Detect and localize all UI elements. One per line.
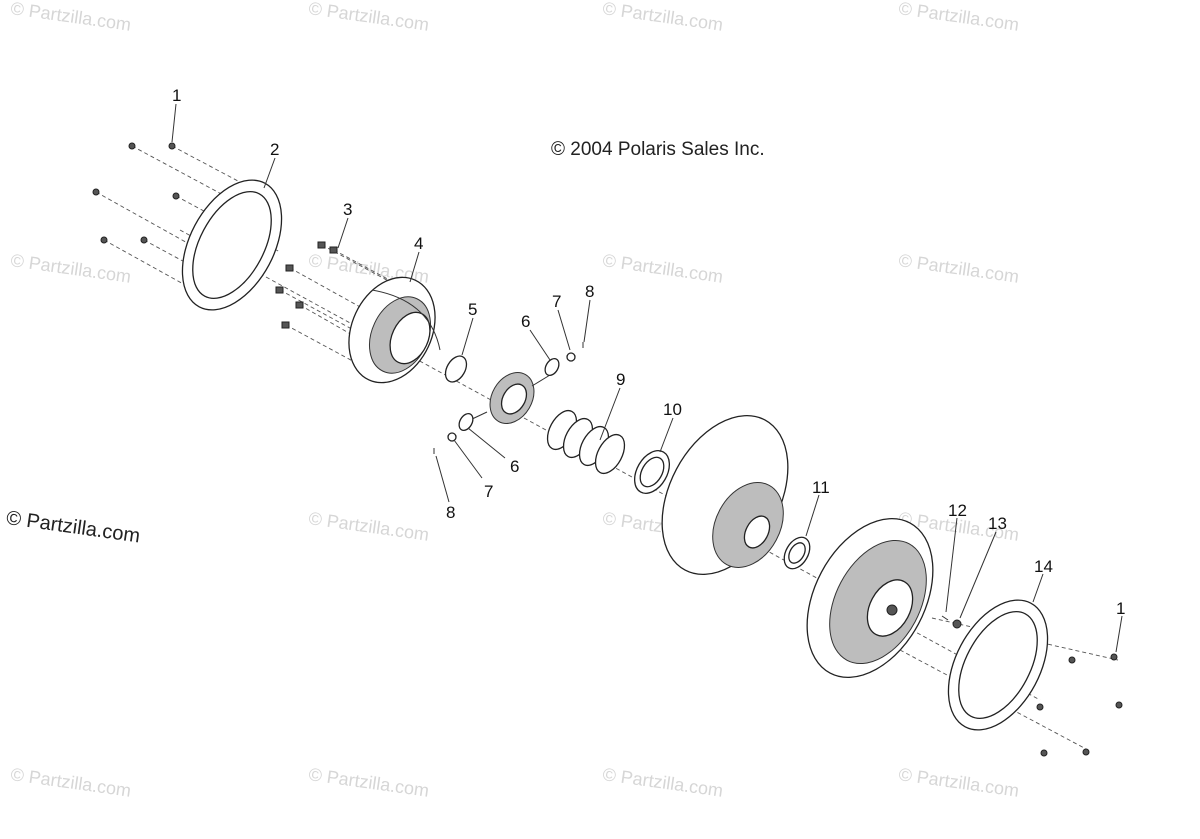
bearing-lower [433, 412, 474, 454]
screw-icon [1036, 703, 1044, 711]
washer-large [634, 450, 670, 494]
callout-5: 5 [468, 300, 477, 319]
callout-10: 10 [663, 400, 682, 419]
screw-icon [140, 236, 148, 244]
screw-icon [128, 142, 136, 150]
right-screws [1036, 653, 1123, 757]
spring [546, 409, 626, 475]
callout-1: 1 [1116, 599, 1125, 618]
watermark: © Partzilla.com [9, 764, 132, 801]
callout-9: 9 [616, 370, 625, 389]
callout-8: 8 [446, 503, 455, 522]
screw-icon [1110, 653, 1118, 661]
callout-3: 3 [343, 200, 352, 219]
screw-icon [100, 236, 108, 244]
nut-icon [952, 619, 962, 629]
bolt-icon [295, 301, 304, 309]
screw-icon [1115, 701, 1123, 709]
screw-icon [172, 192, 180, 200]
center-hub [469, 372, 551, 424]
cover-ring [947, 599, 1049, 731]
screw-icon [1040, 749, 1048, 757]
screw-icon [168, 142, 176, 150]
sheave-disc [661, 414, 789, 576]
callout-6: 6 [510, 457, 519, 476]
screw-icon [92, 188, 100, 196]
watermark: © Partzilla.com [897, 0, 1020, 35]
cover-housing [348, 276, 441, 384]
watermark: © Partzilla.com [601, 250, 724, 287]
callout-8: 8 [585, 282, 594, 301]
bolt-icon [281, 321, 290, 329]
watermark: © Partzilla.com [897, 764, 1020, 801]
watermark: © Partzilla.com [601, 0, 724, 35]
callout-12: 12 [948, 501, 967, 520]
callout-11: 11 [812, 478, 830, 497]
callout-7: 7 [484, 482, 493, 501]
callout-14: 14 [1034, 557, 1053, 576]
copyright-notice: © 2004 Polaris Sales Inc. [551, 139, 765, 160]
bolt-icon [317, 241, 326, 249]
watermark: © Partzilla.com [9, 250, 132, 287]
watermark: © Partzilla.com [307, 508, 430, 545]
small-ring [444, 355, 468, 383]
washer-thin [783, 536, 811, 570]
watermark: © Partzilla.com [307, 0, 430, 35]
watermark: © Partzilla.com [9, 0, 132, 35]
pin [941, 615, 949, 621]
leader-lines [171, 103, 1123, 653]
moveable-sheave [806, 517, 1119, 751]
bolt-icon [285, 264, 294, 272]
bearing-upper [544, 342, 584, 377]
watermark: © Partzilla.com [601, 764, 724, 801]
screw-icon [1082, 748, 1090, 756]
callout-7: 7 [552, 292, 561, 311]
watermark: © Partzilla.com [897, 250, 1020, 287]
bolt-icon [275, 286, 284, 294]
callout-13: 13 [988, 514, 1007, 533]
callout-6: 6 [521, 312, 530, 331]
callout-1: 1 [172, 86, 181, 105]
screw-icon [1068, 656, 1076, 664]
bolt-icon [329, 246, 338, 254]
watermark: © Partzilla.com [307, 764, 430, 801]
callout-labels: 1 2 3 4 5 6 7 8 9 6 7 8 10 11 12 13 14 1 [172, 86, 1125, 618]
callout-4: 4 [414, 234, 423, 253]
gasket-ring [181, 179, 283, 311]
callout-2: 2 [270, 140, 279, 159]
